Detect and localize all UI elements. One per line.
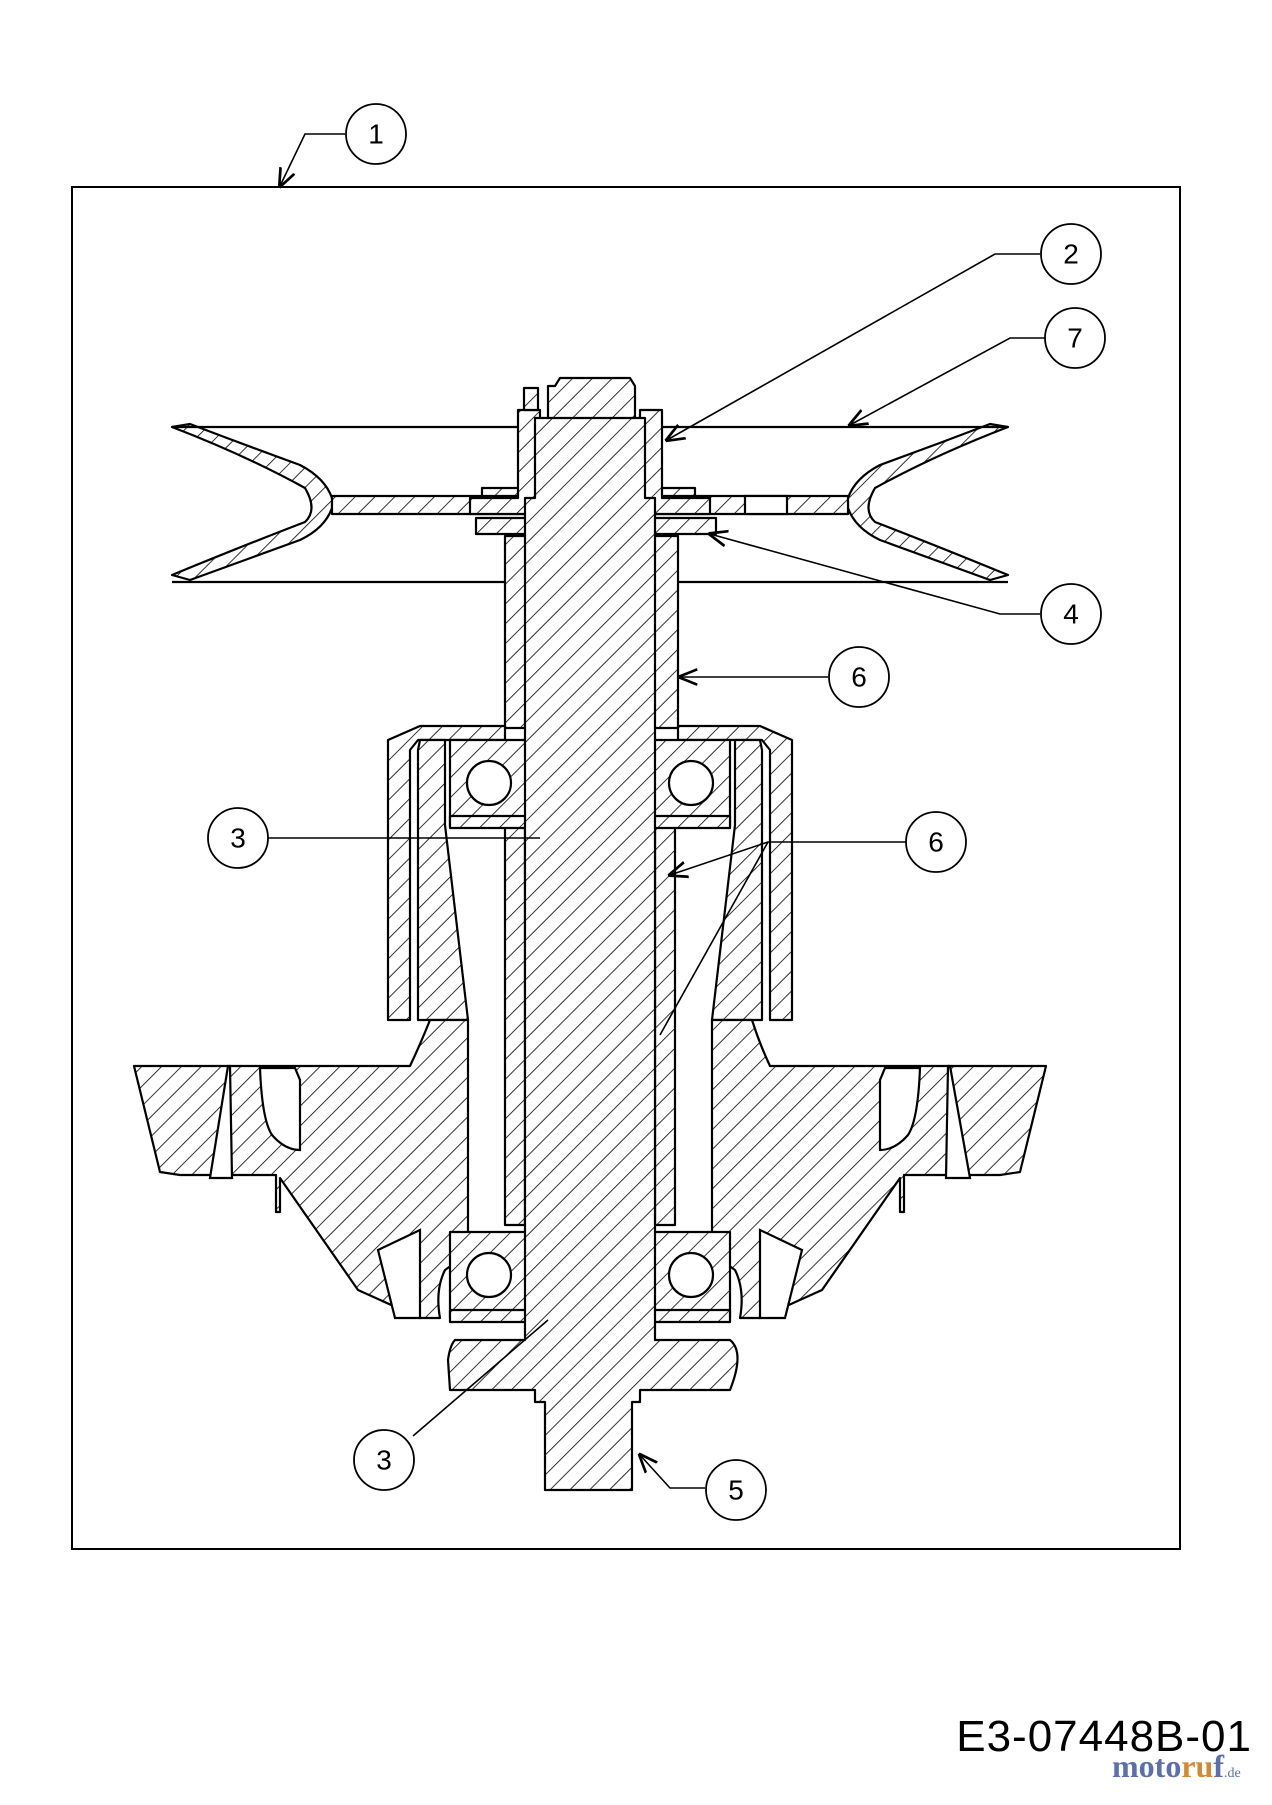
callout-7: 7: [1044, 307, 1106, 369]
callout-1: 1: [345, 103, 407, 165]
assembly-frame: [71, 186, 1181, 1550]
upper-bearing-right: [650, 738, 732, 830]
leader-lines: [265, 133, 1045, 1489]
callout-6-lower: 6: [905, 811, 967, 873]
washer-right: [644, 516, 718, 536]
watermark-part-b: ru: [1181, 1748, 1214, 1784]
svg-text:6: 6: [928, 827, 944, 858]
spindle-housing: [132, 1018, 1048, 1320]
lower-bearing-right: [650, 1230, 732, 1324]
svg-text:3: 3: [376, 1445, 392, 1476]
svg-text:2: 2: [1063, 239, 1079, 270]
watermark-suffix: .de: [1223, 1766, 1241, 1781]
lower-bearing-left: [448, 1230, 530, 1324]
watermark-part-a: moto: [1112, 1748, 1182, 1784]
callout-3-lower: 3: [353, 1429, 415, 1491]
callout-3-upper: 3: [207, 807, 269, 869]
spindle-shaft: [446, 376, 739, 1492]
callout-2: 2: [1040, 223, 1102, 285]
callout-6-upper: 6: [828, 646, 890, 708]
svg-text:7: 7: [1067, 323, 1083, 354]
callout-4: 4: [1040, 583, 1102, 645]
spacer-lower-left: [503, 823, 527, 1227]
watermark-part-c: f: [1213, 1748, 1224, 1784]
upper-bearing-left: [448, 738, 530, 830]
drawing-number: E3-07448B-01: [956, 1712, 1252, 1761]
watermark-logo: motoruf.de: [1112, 1748, 1241, 1785]
nut-tab: [522, 386, 540, 412]
svg-text:3: 3: [230, 823, 246, 854]
svg-text:5: 5: [728, 1475, 744, 1506]
svg-text:4: 4: [1063, 599, 1079, 630]
callout-5: 5: [705, 1459, 767, 1521]
svg-text:6: 6: [851, 662, 867, 693]
svg-text:1: 1: [368, 119, 384, 150]
